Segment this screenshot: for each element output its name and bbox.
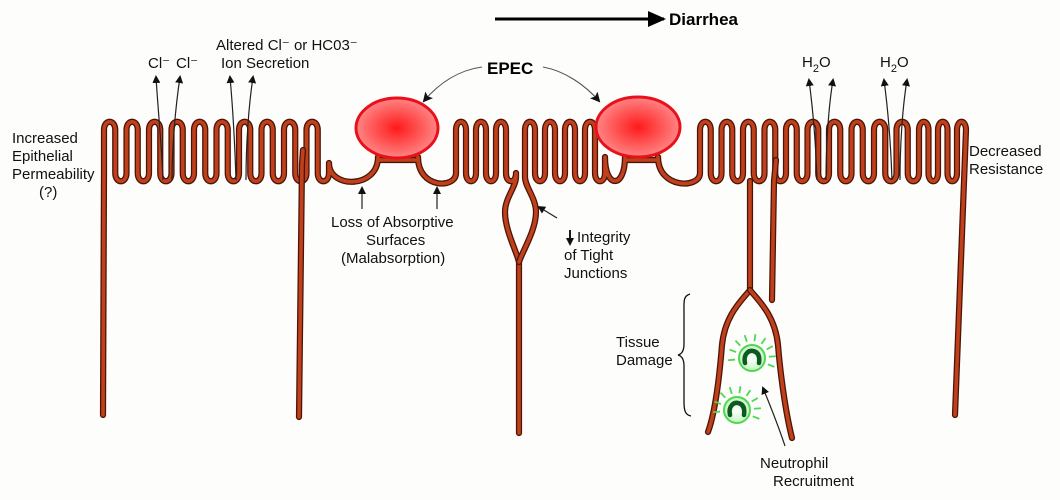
water-secretion-arrows <box>805 78 910 181</box>
chloride-label-2: Cl⁻ <box>176 55 198 72</box>
chloride-label-1: Cl⁻ <box>148 55 170 72</box>
permeability-label-4: (?) <box>39 184 57 201</box>
lateral-membrane-right-a <box>706 179 752 434</box>
tight-junction-label-3: Junctions <box>564 265 627 282</box>
neutrophils <box>713 334 777 424</box>
lateral-membrane-right-b <box>748 288 794 440</box>
altered-secretion-label-1: Altered Cl⁻ or HC03⁻ <box>216 37 358 54</box>
absorptive-label-2: Surfaces <box>366 232 425 249</box>
tissue-damage-label-2: Damage <box>616 352 673 369</box>
epec-label: EPEC <box>487 59 533 78</box>
resistance-label-1: Decreased <box>969 143 1042 160</box>
lateral-membrane-left <box>297 148 305 419</box>
tissue-damage-brace <box>677 293 692 417</box>
lateral-membrane-right-a <box>704 177 754 436</box>
water-label-2: H2O <box>880 54 909 75</box>
tight-junction-pointer <box>537 205 558 219</box>
permeability-label-2: Epithelial <box>12 148 73 165</box>
neutrophil-recruitment-arrow <box>761 386 786 447</box>
epec-arrow-left <box>422 66 483 103</box>
neutrophil-label-2: Recruitment <box>773 473 855 490</box>
epithelial-membrane <box>99 118 970 442</box>
absorptive-label-3: (Malabsorption) <box>341 250 445 267</box>
neutrophil-upper <box>728 334 777 372</box>
tight-junction-label-2: of Tight <box>564 247 614 264</box>
resistance-label-2: Resistance <box>969 161 1043 178</box>
epec-bacterium-left <box>354 96 440 160</box>
permeability-label-1: Increased <box>12 130 78 147</box>
tight-junction-label-1: Integrity <box>577 229 631 246</box>
membrane-left-section <box>101 120 521 435</box>
epec-bacterium-right <box>594 95 682 159</box>
altered-secretion-label-2: Ion Secretion <box>221 55 309 72</box>
membrane-right-section <box>517 120 968 417</box>
lateral-membrane-right-c <box>770 158 778 302</box>
tissue-damage-label-1: Tissue <box>616 334 660 351</box>
water-label-1: H2O <box>802 54 831 75</box>
absorptive-label-1: Loss of Absorptive <box>331 214 454 231</box>
permeability-label-3: Permeability <box>12 166 95 183</box>
neutrophil-lower <box>713 386 762 424</box>
neutrophil-label-1: Neutrophil <box>760 455 828 472</box>
chloride-secretion-arrows <box>152 75 257 181</box>
diarrhea-label: Diarrhea <box>669 10 739 29</box>
epec-arrow-right <box>542 66 601 103</box>
